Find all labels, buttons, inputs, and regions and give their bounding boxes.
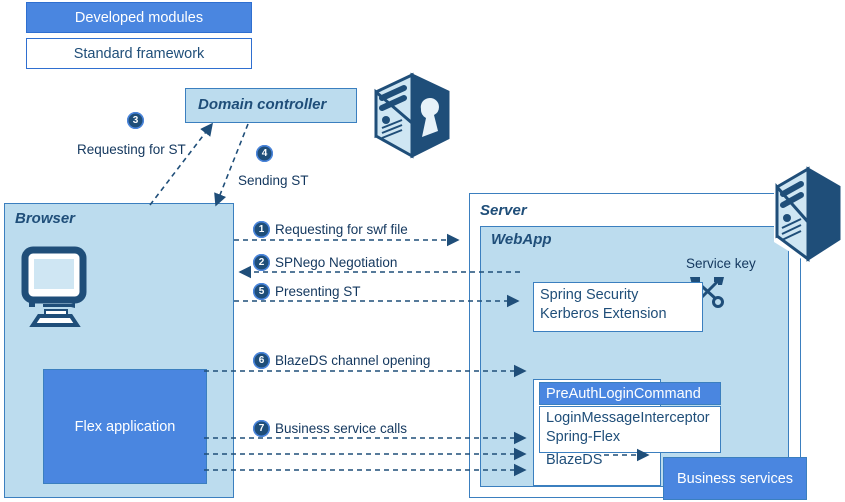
arrow-step-4: [214, 123, 249, 207]
flex-application-label: Flex application: [74, 418, 176, 435]
step-7-label: Business service calls: [275, 421, 408, 436]
login-message-interceptor-box: LoginMessageInterceptor Spring-Flex: [539, 406, 721, 453]
step-6-label: BlazeDS channel opening: [275, 353, 431, 368]
step-7-badge: 7: [253, 420, 270, 437]
step-5-row: 5 Presenting ST: [253, 283, 361, 300]
step-4-badge: 4: [256, 145, 273, 162]
login-message-interceptor-line1: LoginMessageInterceptor: [546, 410, 710, 426]
step-2-badge: 2: [253, 254, 270, 271]
login-message-interceptor-line2: Spring-Flex: [546, 429, 621, 446]
business-services-label: Business services: [676, 470, 794, 487]
browser-title: Browser: [15, 210, 76, 227]
step-6-row: 6 BlazeDS channel opening: [253, 352, 430, 369]
spring-security-line1: Spring Security: [540, 287, 639, 303]
flex-application-box: Flex application: [43, 369, 207, 484]
step-1-badge: 1: [253, 221, 270, 238]
domain-controller-title: Domain controller: [198, 96, 327, 113]
legend-standard-framework: Standard framework: [26, 38, 252, 69]
spring-security-kerberos-box: Spring Security Kerberos Extension: [533, 282, 703, 332]
step-6-badge: 6: [253, 352, 270, 369]
browser-box: Browser Flex application: [4, 203, 234, 498]
step-1-label: Requesting for swf file: [275, 222, 408, 237]
legend-standard-framework-label: Standard framework: [73, 45, 205, 62]
business-services-box: Business services: [663, 457, 807, 500]
step-5-label: Presenting ST: [275, 284, 361, 299]
step-3-badge-row: 3: [127, 112, 144, 129]
blazeds-label: BlazeDS: [546, 452, 603, 468]
server-title: Server: [480, 202, 527, 219]
step-2-label: SPNego Negotiation: [275, 255, 398, 270]
legend-developed-modules: Developed modules: [26, 2, 252, 33]
webapp-title: WebApp: [491, 231, 552, 248]
arrow-step-3: [149, 122, 213, 206]
monitor-icon: [19, 246, 91, 328]
legend-developed-modules-label: Developed modules: [74, 9, 204, 26]
step-4-badge-row: 4: [256, 145, 273, 162]
server-box: Server WebApp Service key Spring Securi: [469, 193, 807, 500]
webapp-box: WebApp Service key Spring Security Kerbe…: [480, 226, 807, 500]
domain-controller-box: Domain controller: [185, 88, 357, 123]
step-7-row: 7 Business service calls: [253, 420, 407, 437]
step-1-row: 1 Requesting for swf file: [253, 221, 408, 238]
preauth-login-command-box: PreAuthLoginCommand: [539, 382, 721, 405]
step-3-label: Requesting for ST: [77, 142, 186, 157]
step-4-label: Sending ST: [238, 173, 309, 188]
server-tower-lock-icon: [368, 68, 456, 163]
step-2-row: 2 SPNego Negotiation: [253, 254, 397, 271]
server-tower-icon: [770, 160, 845, 268]
spring-security-line2: Kerberos Extension: [540, 306, 667, 323]
service-key-label: Service key: [686, 256, 756, 271]
step-3-badge: 3: [127, 112, 144, 129]
preauth-login-command-label: PreAuthLoginCommand: [546, 385, 701, 402]
step-5-badge: 5: [253, 283, 270, 300]
